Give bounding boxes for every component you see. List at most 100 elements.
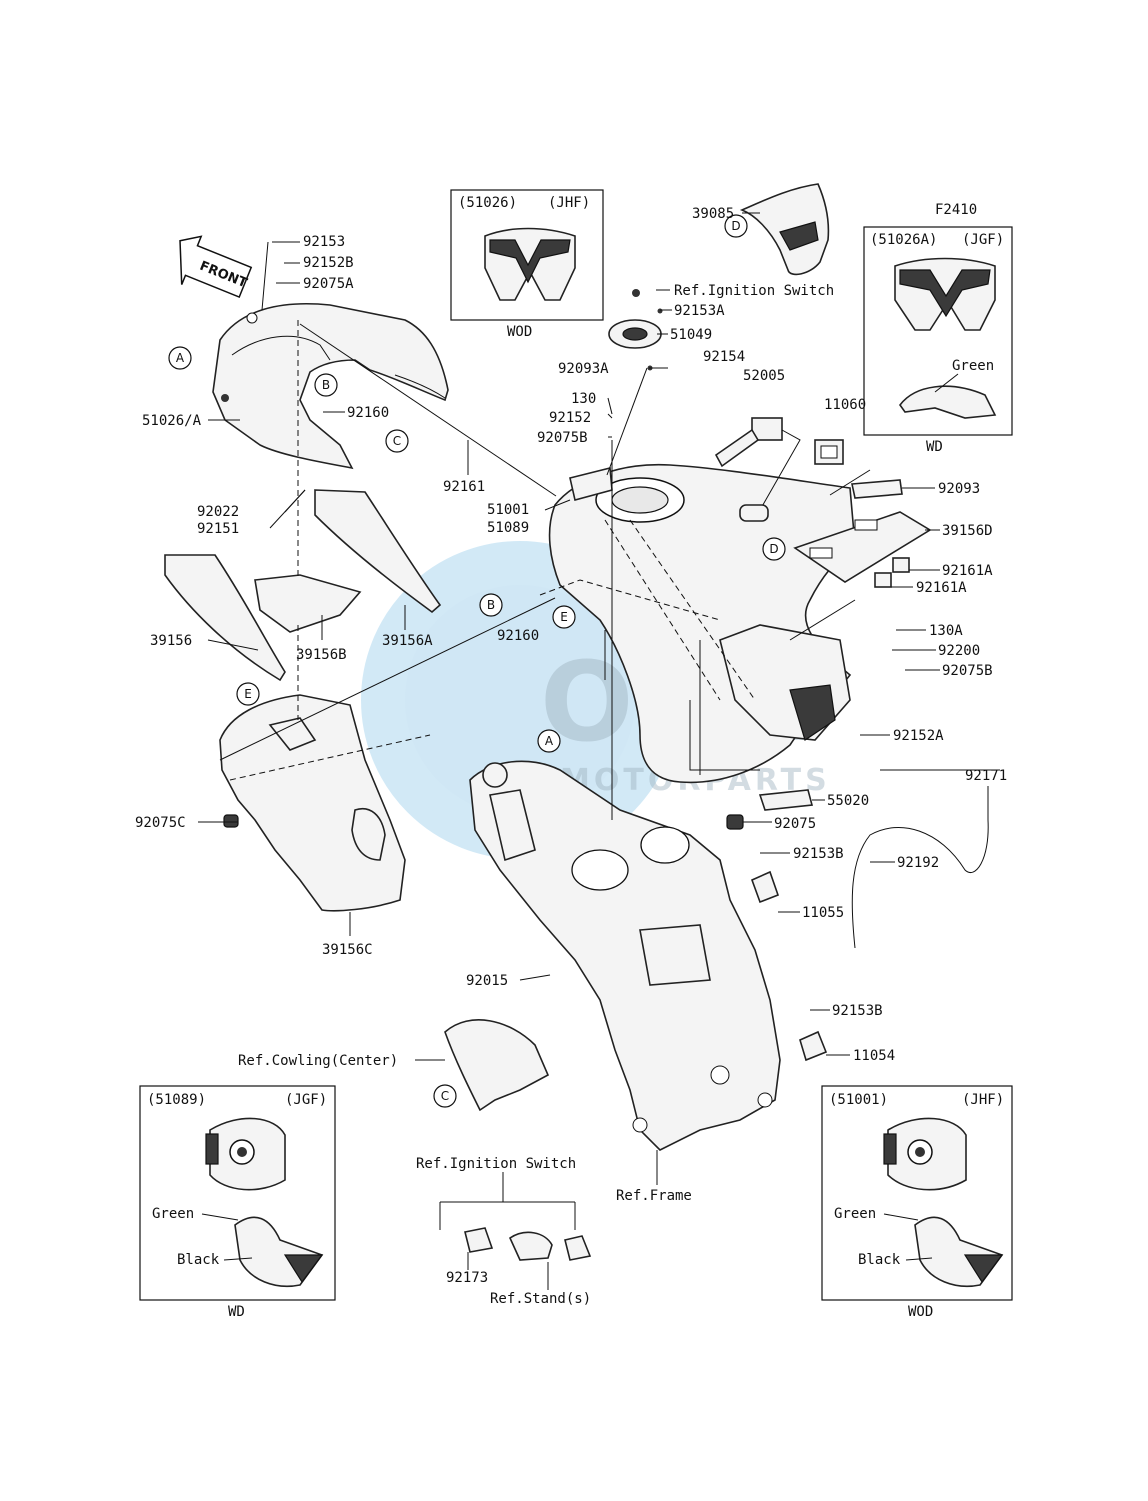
label-39156b: 39156B — [296, 647, 347, 663]
callout-b-1: B — [314, 373, 338, 397]
ignition-switch-parts — [464, 1227, 592, 1261]
callout-d-1: D — [724, 214, 748, 238]
label-ref-ignition-2: Ref.Ignition Switch — [416, 1156, 576, 1172]
callout-e-2: E — [236, 682, 260, 706]
label-ref-ignition-1: Ref.Ignition Switch — [674, 283, 834, 299]
svg-text:C: C — [441, 1089, 449, 1103]
inset-color1: Green — [834, 1206, 876, 1222]
label-92152a: 92152A — [893, 728, 944, 744]
label-51089: 51089 — [487, 520, 529, 536]
callout-c-1: C — [385, 429, 409, 453]
svg-text:A: A — [545, 734, 554, 748]
label-ref-stand: Ref.Stand(s) — [490, 1291, 591, 1307]
label-92075b-2: 92075B — [942, 663, 993, 679]
label-39156d: 39156D — [942, 523, 993, 539]
svg-text:A: A — [176, 351, 185, 365]
label-39085: 39085 — [692, 206, 734, 222]
fuel-pump-52005 — [714, 417, 844, 522]
label-92161a-1: 92161A — [942, 563, 993, 579]
inset-color: Green — [952, 358, 994, 374]
label-39156: 39156 — [150, 633, 192, 649]
inset-51026-jhf: (51026) (JHF) WOD — [450, 189, 604, 340]
bracket-11054 — [799, 1030, 828, 1062]
inset-51089-jgf: (51089) (JGF) Green Black WD — [139, 1085, 336, 1320]
pads-92161a — [874, 557, 910, 588]
label-92160-a: 92160 — [347, 405, 389, 421]
cowling-center — [444, 1019, 550, 1112]
label-11060: 11060 — [824, 397, 866, 413]
label-92022: 92022 — [197, 504, 239, 520]
label-92093a: 92093A — [558, 361, 609, 377]
label-92015: 92015 — [466, 973, 508, 989]
label-92075a: 92075A — [303, 276, 354, 292]
svg-text:D: D — [769, 542, 778, 556]
label-92093: 92093 — [938, 481, 980, 497]
inset-color2: Black — [858, 1252, 901, 1268]
side-panel-39156b — [254, 574, 362, 633]
label-92161a-2: 92161A — [916, 580, 967, 596]
inset-code: (JHF) — [548, 195, 590, 211]
label-ref-cowling: Ref.Cowling(Center) — [238, 1053, 398, 1069]
inset-51001-jhf: (51001) (JHF) Green Black WOD — [821, 1085, 1013, 1320]
label-130a: 130A — [929, 623, 963, 639]
label-92200: 92200 — [938, 643, 980, 659]
label-51001: 51001 — [487, 502, 529, 518]
label-ref-frame: Ref.Frame — [616, 1188, 692, 1204]
inset-code: (JGF) — [962, 232, 1004, 248]
label-92153a: 92153A — [674, 303, 725, 319]
inset-color2: Black — [177, 1252, 220, 1268]
front-arrow-icon: FRONT — [179, 235, 253, 299]
svg-text:E: E — [560, 610, 568, 624]
svg-text:E: E — [244, 687, 252, 701]
inset-part: (51001) — [829, 1092, 888, 1108]
fairing-39085 — [739, 183, 830, 276]
inset-code: (JHF) — [962, 1092, 1004, 1108]
inset-51026a-jgf: (51026A) (JGF) Green WD — [863, 226, 1013, 455]
label-92153: 92153 — [303, 234, 345, 250]
label-92171: 92171 — [965, 768, 1007, 784]
filler-cap-51049 — [608, 289, 663, 371]
label-92075: 92075 — [774, 816, 816, 832]
callout-e-1: E — [552, 605, 576, 629]
pad-55020 — [758, 789, 814, 811]
inner-cover-39156c — [219, 694, 406, 912]
callout-a-1: A — [168, 346, 192, 370]
side-panel-39156a — [314, 489, 442, 614]
inset-footer: WD — [926, 439, 943, 455]
mat-92093 — [851, 479, 903, 499]
svg-text:B: B — [322, 378, 330, 392]
label-52005: 52005 — [743, 368, 785, 384]
inset-part: (51026A) — [870, 232, 937, 248]
svg-text:B: B — [487, 598, 495, 612]
tank-cover-51026a — [212, 302, 449, 470]
watermark: OEM MOTORPARTS — [361, 541, 827, 859]
label-92192: 92192 — [897, 855, 939, 871]
label-39156a: 39156A — [382, 633, 433, 649]
part-labels: 92153 92152B 92075A 51026/A 92160 92022 … — [135, 206, 1007, 1307]
inset-footer: WD — [228, 1304, 245, 1320]
label-92160-b: 92160 — [497, 628, 539, 644]
label-39156c: 39156C — [322, 942, 373, 958]
svg-text:D: D — [731, 219, 740, 233]
side-panel-39156 — [164, 554, 286, 682]
frame — [469, 760, 781, 1151]
callout-d-2: D — [762, 537, 786, 561]
grommet-92075 — [726, 814, 744, 830]
inset-footer: WOD — [507, 324, 532, 340]
label-92075b: 92075B — [537, 430, 588, 446]
label-51026a: 51026/A — [142, 413, 202, 429]
leader-lines — [198, 212, 1000, 1290]
label-11055: 11055 — [802, 905, 844, 921]
label-92153b-2: 92153B — [832, 1003, 883, 1019]
label-92161: 92161 — [443, 479, 485, 495]
hose-92192 — [851, 819, 989, 949]
inset-code: (JGF) — [285, 1092, 327, 1108]
label-92154: 92154 — [703, 349, 745, 365]
label-92151: 92151 — [197, 521, 239, 537]
callout-b-2: B — [479, 593, 503, 617]
inset-part: (51026) — [458, 195, 517, 211]
callout-c-2: C — [433, 1084, 457, 1108]
svg-text:C: C — [393, 434, 401, 448]
figure-code: F2410 — [935, 202, 977, 218]
